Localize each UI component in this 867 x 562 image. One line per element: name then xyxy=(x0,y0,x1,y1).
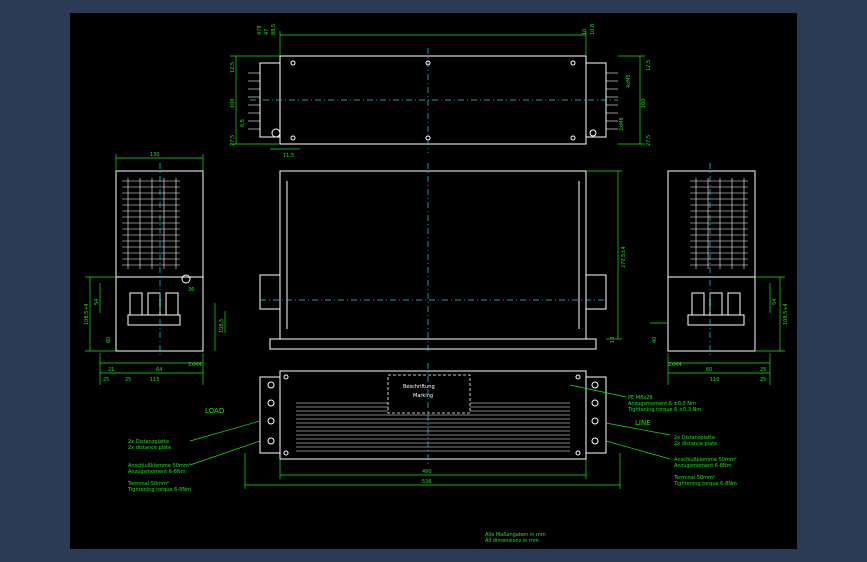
left-note-3: Anschlußklemme 50mm² xyxy=(128,463,191,469)
marking-label-de: Beschriftung xyxy=(403,384,435,390)
dim-left-6-5: 6,5 xyxy=(240,119,246,127)
dim-10: 10 xyxy=(582,29,588,35)
footer-note-en: All dimensions in mm xyxy=(485,538,539,544)
dim-36: 36 xyxy=(188,287,194,293)
dim-r-54: 54 xyxy=(772,299,778,305)
dim-right-2xm8: 2xM8 xyxy=(619,117,625,131)
dim-10-8: 10,8 xyxy=(590,24,596,35)
left-side-view: 130 54 108,5+4 60 36 108,5 21 64 25 25 1… xyxy=(84,152,226,385)
dim-536: 536 xyxy=(422,479,432,485)
left-note-1: 2x Distanzplatte xyxy=(128,439,169,445)
dim-115: 115 xyxy=(150,377,160,383)
pe-note-2: Anzugsmoment 6 ±0,3 Nm xyxy=(628,401,696,407)
left-note-4: Anzugsmoment 6-8Nm xyxy=(128,469,186,475)
dim-88-5: 88,5 xyxy=(271,24,277,35)
dim-r-60: 60 xyxy=(706,367,712,373)
dim-r-108-5-4: 108,5+4 xyxy=(783,303,789,325)
right-note-6: Tightening torque 6-8Nm xyxy=(673,481,737,487)
right-note-2: 2x distance plate xyxy=(674,441,717,447)
terminal-label: 2xM4 xyxy=(188,362,202,368)
dim-64: 64 xyxy=(156,367,162,373)
terminal-label-right: 2xM4 xyxy=(668,362,682,368)
mount-hole-icon xyxy=(271,128,281,138)
dim-54: 54 xyxy=(94,299,100,305)
pe-bolt-icon xyxy=(181,274,191,284)
dim-right-27-5: 27,5 xyxy=(646,135,652,146)
line-label: LINE xyxy=(635,419,651,427)
dim-left-100: 100 xyxy=(230,98,236,108)
marking-label-en: Marking xyxy=(413,393,433,399)
pe-note-3: Tightening torque 6 ±0,3 Nm xyxy=(627,407,701,413)
dim-right-100: 100 xyxy=(641,98,647,108)
load-label: LOAD xyxy=(205,407,224,415)
dim-130: 130 xyxy=(150,152,160,158)
dim-left-27-5: 27,5 xyxy=(230,135,236,146)
cad-drawing: 478 47 88,5 10 10,8 12,5 100 6,5 27,5 12… xyxy=(84,24,789,544)
front-view: 270,5±4 13 xyxy=(259,163,627,353)
dim-r-110: 110 xyxy=(710,377,720,383)
drawing-sheet: 478 47 88,5 10 10,8 12,5 100 6,5 27,5 12… xyxy=(70,13,797,549)
dim-25b: 25 xyxy=(125,377,131,383)
dim-270-5: 270,5±4 xyxy=(621,246,627,268)
right-side-view: 54 108,5+4 40 60 25 110 25 2xM4 xyxy=(650,163,789,385)
dim-11-5: 11,5 xyxy=(283,153,294,159)
pe-note-1: PE M8x29 xyxy=(628,395,653,401)
dim-108-5-4: 108,5+4 xyxy=(84,303,90,325)
left-note-2: 2x distance plate xyxy=(128,445,171,451)
dim-25a: 25 xyxy=(103,377,109,383)
dim-r-25b: 25 xyxy=(760,377,766,383)
right-note-1: 2x Distanzplatte xyxy=(674,435,715,441)
dim-490: 490 xyxy=(422,469,432,475)
right-note-4: Anzugsmoment 6-8Nm xyxy=(674,463,732,469)
dim-21: 21 xyxy=(108,367,114,373)
dim-13: 13 xyxy=(610,337,616,343)
dim-47: 47 xyxy=(264,29,270,35)
dim-r-25a: 25 xyxy=(760,367,766,373)
footer-note-de: Alle Maßangaben in mm xyxy=(485,532,546,538)
dim-108-5: 108,5 xyxy=(219,319,225,333)
left-note-6: Tightening torque 6-8Nm xyxy=(127,487,191,493)
dim-r-40: 40 xyxy=(652,337,658,343)
marking-box xyxy=(387,374,471,414)
top-view: 478 47 88,5 10 10,8 12,5 100 6,5 27,5 12… xyxy=(230,24,652,159)
right-note-3: Anschlußklemme 50mm² xyxy=(674,457,737,463)
dim-478: 478 xyxy=(257,25,263,35)
dim-right-4xm5: 4xM5 xyxy=(626,74,632,88)
right-note-5: Terminal 50mm² xyxy=(673,475,715,481)
bottom-view: Beschriftung Marking 490 536 LOAD LINE P… xyxy=(127,363,737,493)
dim-left-12-5: 12,5 xyxy=(230,62,236,73)
left-note-5: Terminal 50mm² xyxy=(127,481,169,487)
dim-right-12-5: 12,5 xyxy=(646,60,652,71)
dim-60: 60 xyxy=(106,337,112,343)
